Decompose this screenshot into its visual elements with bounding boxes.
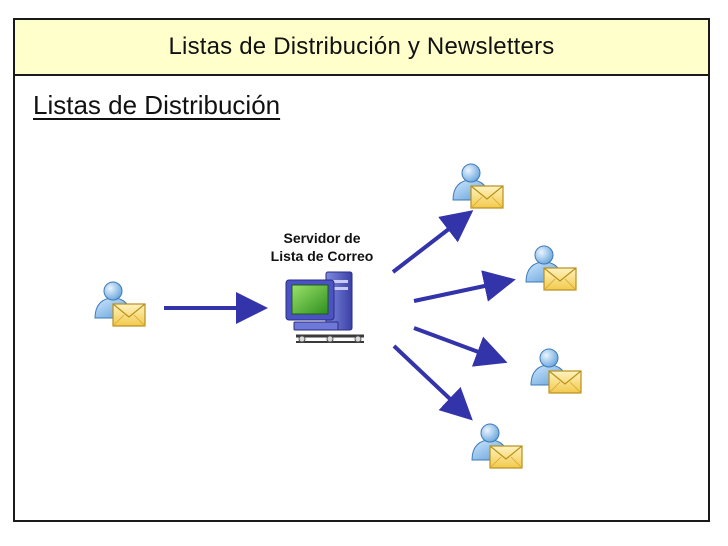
sender-user-mail-icon [94,281,146,327]
slide-frame: Listas de Distribución y Newsletters Lis… [13,18,710,522]
recipient-4-user-mail-icon [471,423,523,469]
server-label-line1: Servidor de [283,230,360,246]
slide-title: Listas de Distribución y Newsletters [168,33,555,60]
arrow-to-recipient-4 [392,344,473,421]
title-bar: Listas de Distribución y Newsletters [15,20,708,76]
section-subtitle: Listas de Distribución [33,90,281,120]
arrow-to-recipient-2 [413,270,516,303]
recipient-2-user-mail-icon [525,245,577,291]
arrow-to-recipient-3 [413,326,508,367]
recipient-3-user-mail-icon [530,348,582,394]
recipient-1-user-mail-icon [452,163,504,209]
arrow-to-recipient-1 [391,210,474,274]
server-label-line2: Lista de Correo [271,248,374,264]
computer-icon [285,271,364,343]
